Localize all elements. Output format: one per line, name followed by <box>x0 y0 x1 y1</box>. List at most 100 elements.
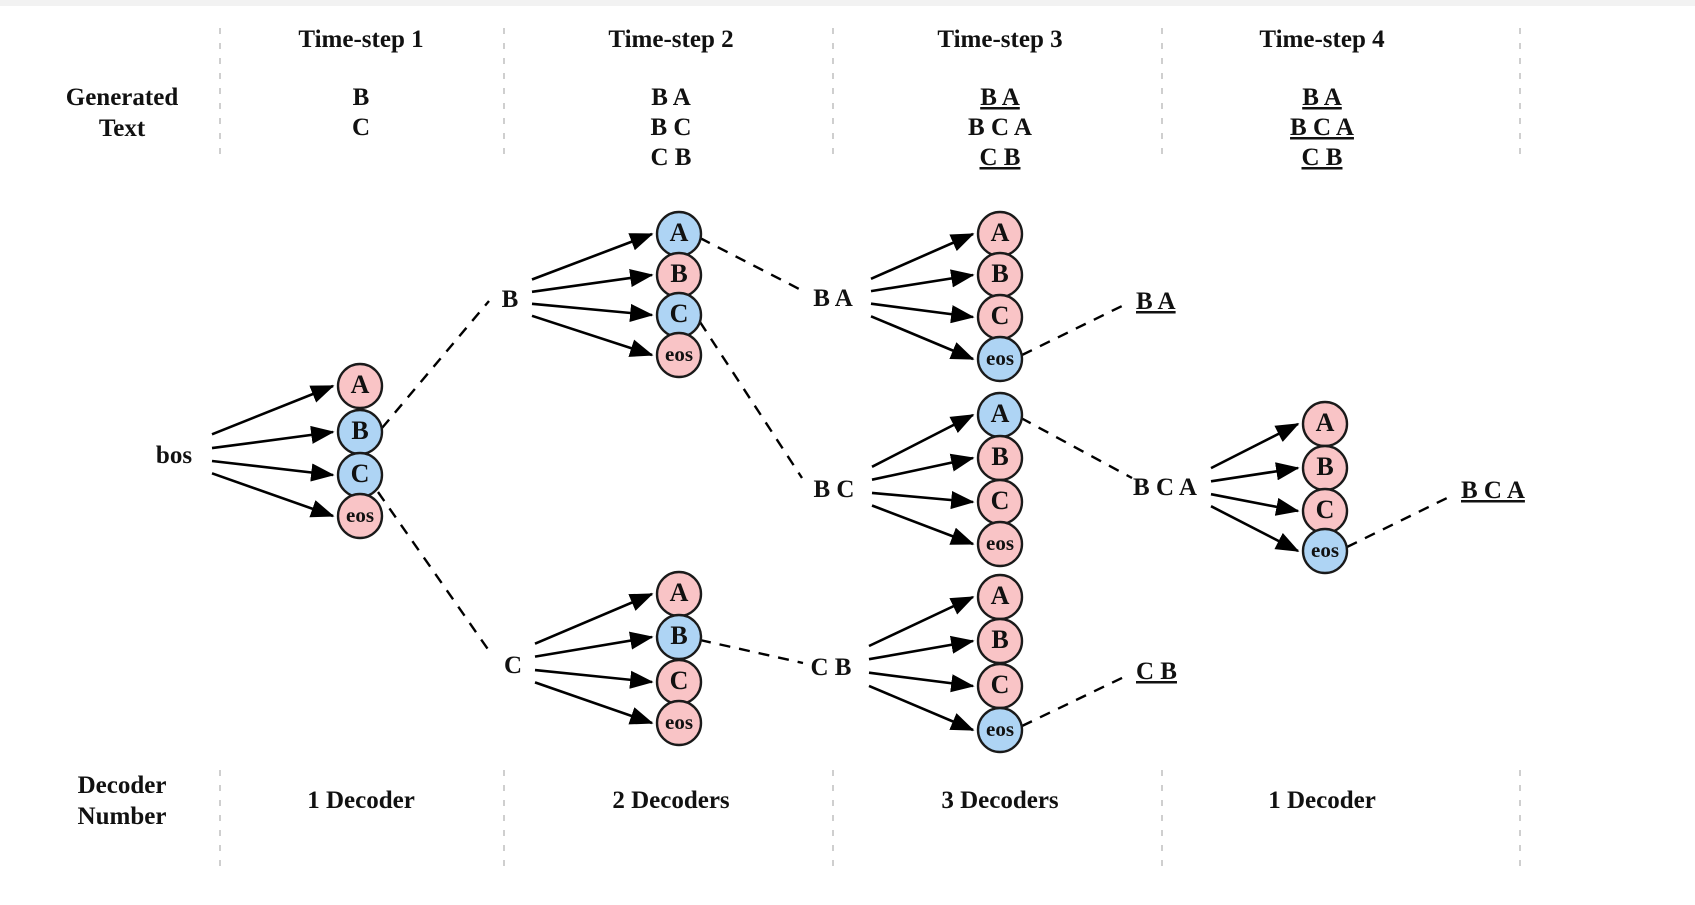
node-circle-eos <box>655 331 703 379</box>
node-exp-CB-C: C <box>976 662 1024 710</box>
edge-exp-B-B <box>531 269 654 294</box>
edge-exp-BCA-B <box>1210 462 1300 483</box>
beam-link-4 <box>699 638 804 665</box>
node-exp-B-C: C <box>655 291 703 339</box>
beam-label-5: B C A <box>1133 474 1197 501</box>
node-token-B: B <box>991 442 1008 471</box>
generated-text-ts4-0: B A <box>1302 84 1342 111</box>
node-token-C: C <box>991 301 1010 330</box>
generated-text-ts4-1: B C A <box>1290 114 1354 141</box>
node-token-C: C <box>351 459 370 488</box>
node-token-A: A <box>670 218 689 247</box>
node-token-C: C <box>1316 495 1335 524</box>
decoder-counts: 1 Decoder 2 Decoders 3 Decoders 1 Decoder <box>307 787 1376 814</box>
node-token-A: A <box>991 399 1010 428</box>
node-exp-BA-B: B <box>976 251 1024 299</box>
node-exp-BC-C: C <box>976 478 1024 526</box>
node-token-B: B <box>991 259 1008 288</box>
beam-label-3: B C <box>814 476 855 503</box>
node-exp-CB-B: B <box>976 617 1024 665</box>
node-token-C: C <box>670 666 689 695</box>
column-separators <box>219 28 1521 868</box>
node-exp-bos-eos: eos <box>336 492 384 540</box>
decoder-count-ts3: 3 Decoders <box>941 787 1059 814</box>
edge-exp-C-A <box>534 592 654 645</box>
generated-text-ts2-2: C B <box>651 144 692 171</box>
node-exp-BCA-C: C <box>1301 487 1349 535</box>
edge-exp-BCA-C <box>1210 492 1300 516</box>
terminal-link-2 <box>1346 495 1450 549</box>
beam-label-0: B <box>502 286 519 313</box>
decoder-count-ts2: 2 Decoders <box>612 787 730 814</box>
tree-edges <box>211 232 1300 732</box>
edge-exp-C-eos <box>534 681 654 725</box>
edge-exp-CB-B <box>868 635 975 661</box>
node-token-A: A <box>991 581 1010 610</box>
node-token-C: C <box>991 670 1010 699</box>
edge-exp-BA-A <box>870 232 975 280</box>
beam-label-1: C <box>504 652 522 679</box>
node-exp-BC-A: A <box>976 391 1024 439</box>
node-exp-BCA-eos: eos <box>1301 527 1349 575</box>
node-token-B: B <box>991 625 1008 654</box>
node-token-eos: eos <box>986 531 1014 555</box>
edge-exp-BCA-eos <box>1210 505 1300 553</box>
decoder-count-ts4: 1 Decoder <box>1268 787 1376 814</box>
generated-text-ts3-2: C B <box>980 144 1021 171</box>
node-token-A: A <box>670 578 689 607</box>
top-strip <box>0 0 1695 6</box>
edge-exp-BA-eos <box>870 315 975 361</box>
row-label-decoder-number-1: Decoder <box>78 772 167 799</box>
node-circle-eos <box>976 520 1024 568</box>
node-exp-B-B: B <box>655 251 703 299</box>
beam-link-0 <box>381 300 490 429</box>
node-exp-bos-C: C <box>336 451 384 499</box>
beam-links <box>377 236 1450 728</box>
edge-exp-CB-C <box>868 671 975 693</box>
generated-text-ts2-1: B C <box>651 114 692 141</box>
edge-exp-bos-A <box>211 384 335 436</box>
node-exp-CB-A: A <box>976 573 1024 621</box>
node-circle-eos <box>976 335 1024 383</box>
edge-exp-BA-B <box>870 269 975 293</box>
edge-exp-BA-C <box>870 302 975 324</box>
edge-exp-BC-A <box>871 413 975 468</box>
generated-text-ts1-1: C <box>352 114 370 141</box>
node-exp-C-A: A <box>655 570 703 618</box>
edge-exp-BC-eos <box>871 504 975 546</box>
node-exp-C-B: B <box>655 613 703 661</box>
terminal-link-1 <box>1021 674 1127 728</box>
edge-exp-BC-B <box>871 453 975 481</box>
row-label-generated-text-1: Generated <box>66 84 179 111</box>
generated-text-ts1-0: B <box>353 84 370 111</box>
node-exp-BA-A: A <box>976 210 1024 258</box>
generated-text-ts4-2: C B <box>1302 144 1343 171</box>
node-circle-eos <box>1301 527 1349 575</box>
generated-text-ts3-0: B A <box>980 84 1020 111</box>
edge-exp-bos-B <box>211 425 335 450</box>
node-token-eos: eos <box>665 710 693 734</box>
node-token-eos: eos <box>665 342 693 366</box>
beam-link-3 <box>698 321 804 479</box>
tree-nodes: ABCeosABCeosABCeosABCeosABCeosABCeosABCe… <box>336 210 1349 754</box>
node-token-eos: eos <box>346 503 374 527</box>
node-token-eos: eos <box>986 346 1014 370</box>
node-exp-BCA-B: B <box>1301 444 1349 492</box>
node-exp-C-eos: eos <box>655 699 703 747</box>
node-exp-C-C: C <box>655 658 703 706</box>
beam-label-2: B A <box>813 285 853 312</box>
edge-exp-CB-eos <box>868 684 975 732</box>
node-exp-BCA-A: A <box>1301 400 1349 448</box>
node-token-A: A <box>1316 408 1335 437</box>
node-exp-B-eos: eos <box>655 331 703 379</box>
edge-exp-CB-A <box>868 595 975 648</box>
node-token-eos: eos <box>1311 538 1339 562</box>
decoder-count-ts1: 1 Decoder <box>307 787 415 814</box>
node-token-A: A <box>991 218 1010 247</box>
beam-link-5 <box>1020 416 1133 480</box>
generated-text-ts3-1: B C A <box>968 114 1032 141</box>
edge-exp-C-B <box>534 631 654 658</box>
